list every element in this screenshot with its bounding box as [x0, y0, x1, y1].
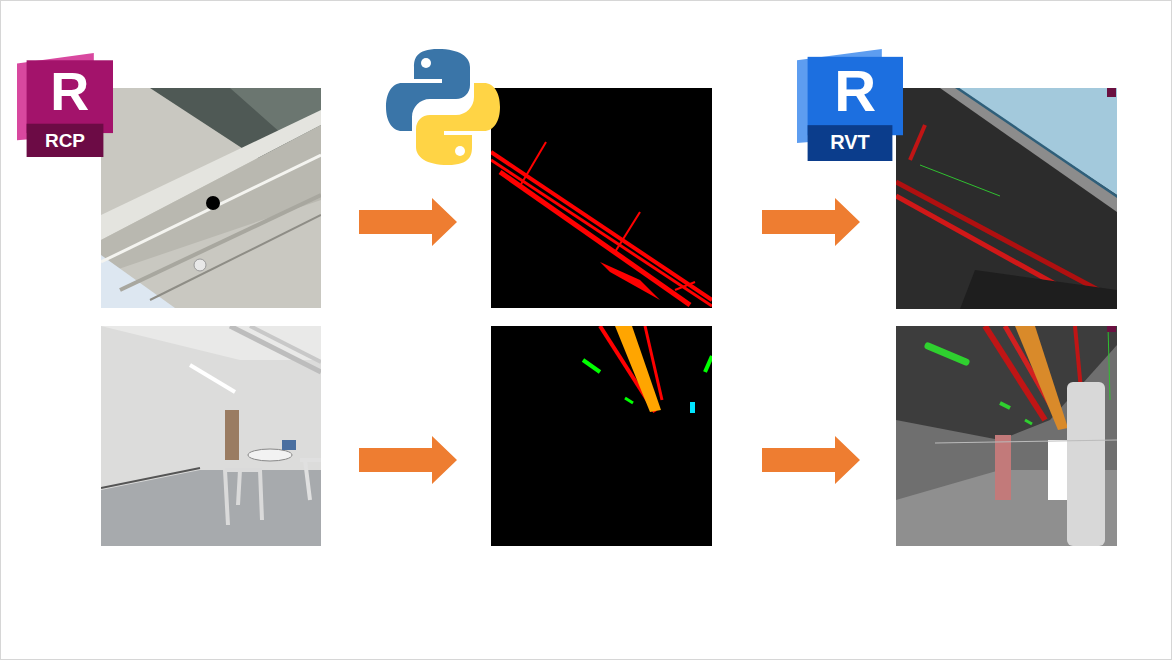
pipe: [150, 215, 321, 300]
reference-line: [935, 440, 1117, 443]
logo-label: RCP: [27, 124, 104, 157]
flow-arrow: [762, 436, 860, 484]
light-mask: [705, 356, 712, 372]
hanger-mask: [675, 282, 695, 290]
table: [248, 449, 292, 461]
door: [225, 410, 239, 460]
fixture: [194, 259, 206, 271]
flow-arrow: [359, 198, 457, 246]
scan-photo-ceiling: [101, 88, 321, 308]
view-marker: [1107, 326, 1116, 332]
beam: [940, 88, 1117, 212]
ceiling-surface: [101, 125, 321, 275]
pipe: [230, 326, 321, 372]
flow-arrow: [359, 436, 457, 484]
photo-background: [101, 88, 321, 308]
view-marker: [1107, 88, 1116, 97]
scan-photo-hallway: [101, 326, 321, 546]
python-logo-eye: [455, 146, 465, 156]
light-model: [1000, 403, 1010, 408]
logo-label: RVT: [808, 125, 893, 161]
revit-model-bottom: [896, 326, 1117, 546]
segmentation-mask-bottom: [491, 326, 712, 546]
render-background: [896, 326, 1117, 546]
segmentation-mask-top: [491, 88, 712, 308]
logo-tab: [808, 125, 893, 161]
pipe: [120, 195, 321, 290]
duct-model: [1015, 326, 1068, 430]
scan-station-dot: [206, 196, 220, 210]
logo-tab: [27, 124, 104, 157]
logo-letter: R: [27, 60, 113, 122]
light-model: [928, 346, 966, 362]
python-logo-eye: [421, 58, 431, 68]
mask-background: [491, 88, 712, 308]
render-background: [896, 88, 1117, 309]
pipe-mask: [500, 172, 690, 305]
logo-front-page: [808, 57, 903, 135]
fitting-mask: [600, 262, 660, 300]
hanger-mask: [615, 212, 640, 252]
baseboard: [101, 468, 200, 488]
pipe-mask: [491, 160, 712, 306]
software-logo: RRVT: [797, 49, 903, 161]
laptop: [282, 440, 296, 450]
hanger-mask: [520, 142, 546, 186]
mask-background: [491, 326, 712, 546]
chair: [225, 470, 262, 525]
sign-mask: [690, 402, 695, 413]
pipe-mask: [491, 152, 712, 300]
pipe: [250, 326, 321, 362]
python-logo-yellow: [416, 83, 500, 165]
chair: [300, 460, 321, 500]
photo-background: [101, 326, 321, 546]
door: [995, 435, 1011, 500]
flow-arrow: [762, 198, 860, 246]
duct-mask: [615, 326, 661, 412]
floor-edge: [960, 270, 1117, 309]
logo-front-page: [27, 60, 113, 133]
reference-line: [920, 165, 1000, 196]
logo-letter: R: [808, 57, 903, 124]
light-model: [1025, 420, 1032, 424]
column: [1067, 382, 1105, 546]
python-logo: [386, 49, 500, 165]
light-fixture: [190, 365, 235, 392]
software-logo: RRCP: [17, 53, 113, 157]
reference-line: [1108, 326, 1110, 400]
light-mask: [583, 360, 600, 372]
hanger-model: [910, 125, 925, 160]
revit-model-top: [896, 88, 1117, 309]
light-mask: [625, 398, 633, 403]
